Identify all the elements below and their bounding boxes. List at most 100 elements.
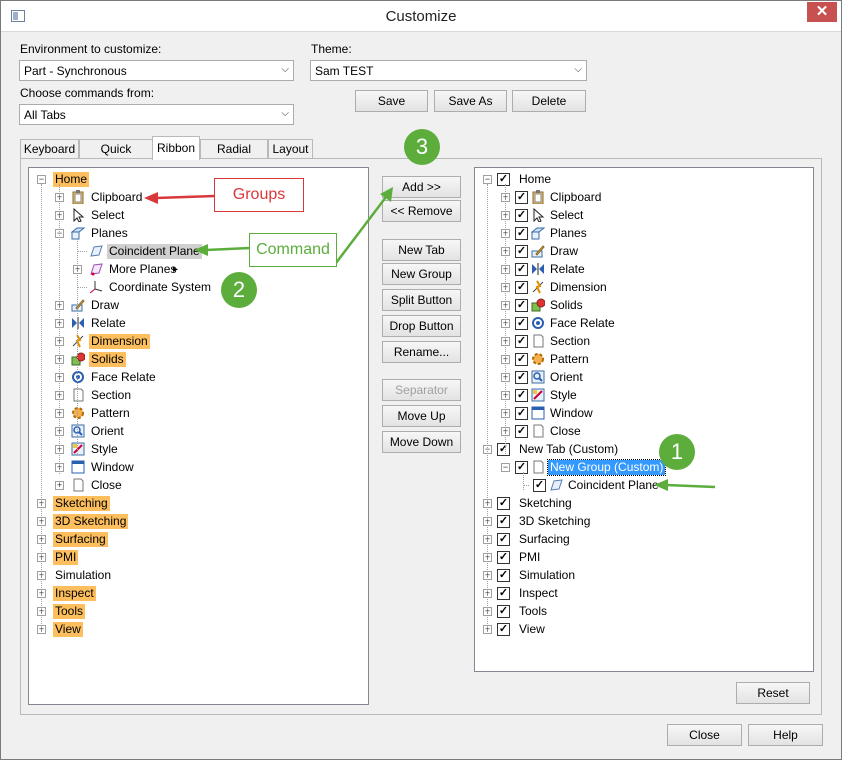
tab-keyboard[interactable]: Keyboard [20,139,79,159]
theme-save-as-button[interactable]: Save As [434,90,507,112]
planes-icon [530,226,546,240]
right-tree-item[interactable]: +✓Pattern [475,350,813,368]
groups-arrow [144,192,216,204]
tree-connector [59,184,60,474]
checkbox[interactable]: ✓ [497,515,510,528]
step-1-badge: 1 [659,434,695,470]
checkbox[interactable]: ✓ [515,227,528,240]
checkbox[interactable]: ✓ [515,299,528,312]
window-close-button[interactable]: ✕ [807,2,837,22]
left-tree-item[interactable]: +Dimension [29,332,368,350]
right-tree-item[interactable]: −✓New Group (Custom) [475,458,813,476]
checkbox[interactable]: ✓ [515,461,528,474]
theme-save-button[interactable]: Save [355,90,428,112]
tab-layout[interactable]: Layout [268,139,313,159]
right-tree-label: Coincident Plane [568,478,659,492]
right-tree-label: Close [550,424,581,438]
right-tree-item[interactable]: +✓Planes [475,224,813,242]
right-tree-label: Surfacing [519,532,570,546]
checkbox[interactable]: ✓ [497,587,510,600]
environment-combo[interactable]: Part - Synchronous ⌵ [19,60,294,81]
drop-button-button[interactable]: Drop Button [382,315,461,337]
coordinate-system-icon [89,280,103,294]
checkbox[interactable]: ✓ [515,407,528,420]
add-button[interactable]: Add >> [382,176,461,198]
checkbox[interactable]: ✓ [515,335,528,348]
move-up-button[interactable]: Move Up [382,405,461,427]
right-tree-label: PMI [519,550,541,564]
checkbox[interactable]: ✓ [515,389,528,402]
checkbox[interactable]: ✓ [497,533,510,546]
checkbox[interactable]: ✓ [515,353,528,366]
dimension-icon [531,280,545,294]
tree-connector [77,251,87,252]
right-tree-item[interactable]: ✓ Coincident Plane [475,476,813,494]
theme-delete-button[interactable]: Delete [512,90,586,112]
help-button[interactable]: Help [748,724,823,746]
left-tree-label: 3D Sketching [53,514,129,529]
cursor-icon [71,207,85,223]
orient-icon [531,370,545,384]
groups-callout: Groups [214,178,304,212]
right-tree-label: Sketching [519,496,572,510]
ribbon-layout-tree[interactable]: −✓Home+✓Clipboard+✓Select+✓Planes+✓Draw+… [474,167,814,672]
checkbox[interactable]: ✓ [533,479,546,492]
checkbox[interactable]: ✓ [515,281,528,294]
checkbox[interactable]: ✓ [515,425,528,438]
checkbox[interactable]: ✓ [497,605,510,618]
collapse-icon[interactable]: − [483,174,492,184]
window-title: Customize [385,8,457,25]
checkbox[interactable]: ✓ [497,497,510,510]
left-tree-item[interactable]: −Home [29,170,368,188]
left-tree-item[interactable]: Coincident Plane [29,242,368,260]
right-tree-item[interactable]: +✓Draw [475,242,813,260]
pattern-icon [71,406,85,420]
close-button[interactable]: Close [667,724,742,746]
tree-connector [523,485,529,486]
checkbox[interactable]: ✓ [497,173,510,186]
relate-icon [531,262,545,276]
coincident-plane-icon [89,244,103,258]
remove-button[interactable]: << Remove [382,200,461,222]
collapse-icon[interactable]: − [37,174,46,184]
rename-button[interactable]: Rename... [382,341,461,363]
checkbox[interactable]: ✓ [497,551,510,564]
checkbox[interactable]: ✓ [515,209,528,222]
tree-connector [41,184,42,634]
checkbox[interactable]: ✓ [515,263,528,276]
left-tree-item[interactable]: +Solids [29,350,368,368]
tree-connector [487,184,488,634]
left-tree-item[interactable]: +Close [29,476,368,494]
expand-icon[interactable]: + [55,480,64,490]
separator-button[interactable]: Separator [382,379,461,401]
collapse-icon[interactable]: − [501,462,510,472]
reset-button[interactable]: Reset [736,682,810,704]
choose-commands-combo[interactable]: All Tabs ⌵ [19,104,294,125]
right-tree-item[interactable]: +✓Orient [475,368,813,386]
checkbox[interactable]: ✓ [515,245,528,258]
checkbox[interactable]: ✓ [515,371,528,384]
right-tree-label: Pattern [550,352,589,366]
tab-ribbon[interactable]: Ribbon [152,136,200,160]
left-tree-item[interactable]: Coordinate System [29,278,368,296]
checkbox[interactable]: ✓ [497,623,510,636]
checkbox[interactable]: ✓ [497,443,510,456]
checkbox[interactable]: ✓ [497,569,510,582]
checkbox[interactable]: ✓ [515,191,528,204]
new-group-button[interactable]: New Group [382,263,461,285]
right-tree-item[interactable]: −✓Home [475,170,813,188]
left-tree-label: View [53,622,83,637]
left-tree-label: Window [91,460,134,474]
right-tree-label: Relate [550,262,585,276]
left-tree-label: Select [91,208,125,222]
window-icon [71,460,85,474]
right-tree-label: Draw [550,244,579,258]
move-down-button[interactable]: Move Down [382,431,461,453]
theme-combo[interactable]: Sam TEST ⌵ [310,60,587,81]
split-button-button[interactable]: Split Button [382,289,461,311]
checkbox[interactable]: ✓ [515,317,528,330]
new-tab-button[interactable]: New Tab [382,239,461,261]
app-icon [11,10,25,22]
